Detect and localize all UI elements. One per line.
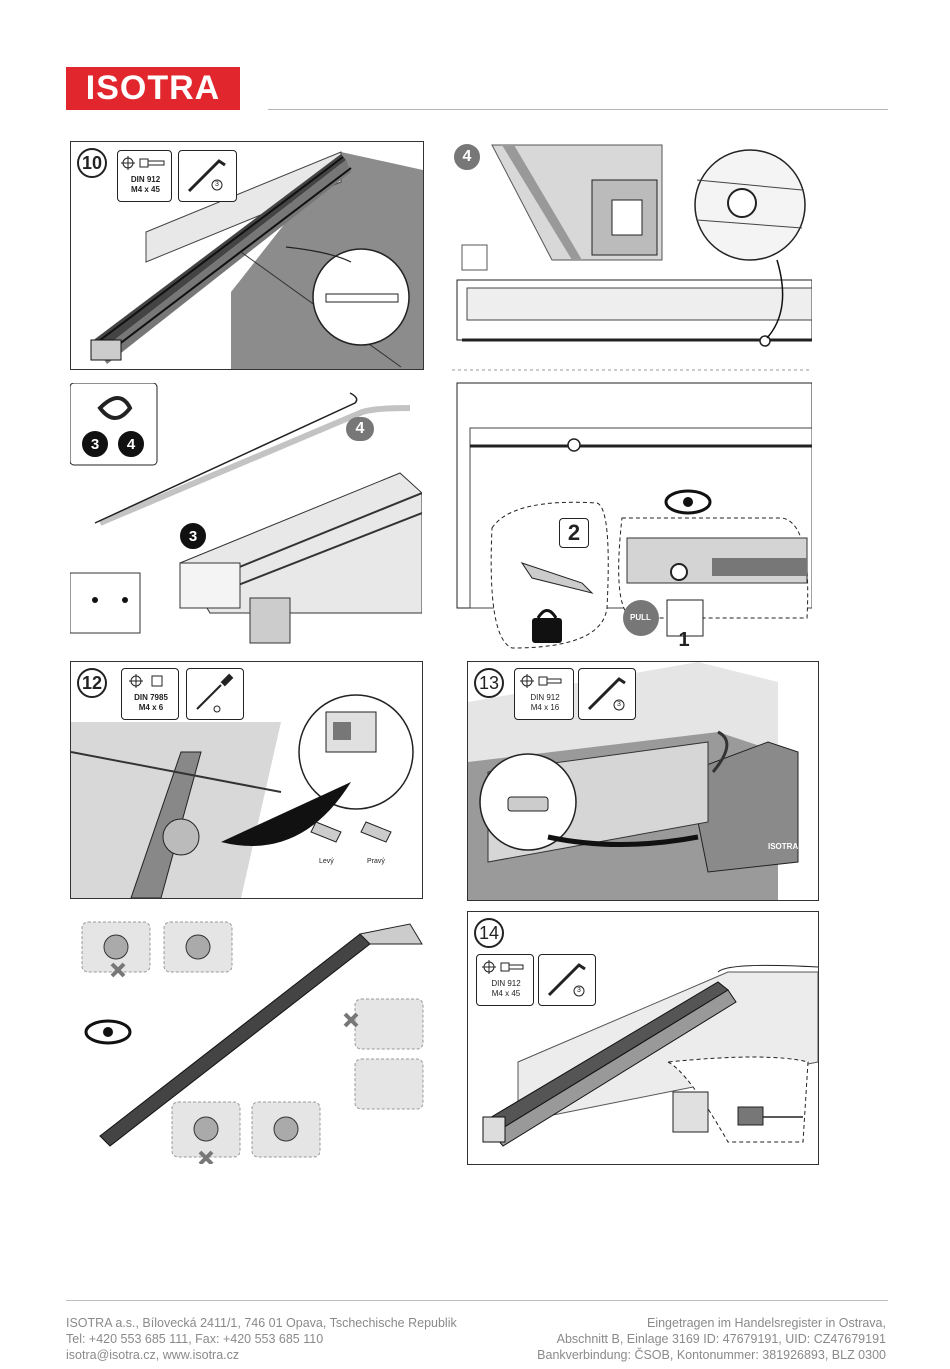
cord-badge-3: 3 <box>82 431 108 457</box>
footer-ids: Abschnitt B, Einlage 3169 ID: 47679191, … <box>556 1332 886 1346</box>
lock-pull-illustration <box>456 382 812 649</box>
step-4-illustration <box>452 144 812 371</box>
footer-company: ISOTRA a.s., Bílovecká 2411/1, 746 01 Op… <box>66 1315 457 1363</box>
step-12-illustration <box>71 694 414 898</box>
screwdriver-box <box>186 668 244 720</box>
cord-badge-4: 4 <box>118 431 144 457</box>
pulley-check-panel <box>70 914 425 1164</box>
footer-bank: Bankverbindung: ČSOB, Kontonummer: 38192… <box>537 1348 886 1362</box>
step-number-badge: 14 <box>474 918 504 948</box>
screw-size: M4 x 6 <box>138 703 164 712</box>
screwdriver-icon <box>196 673 234 713</box>
screw-spec-box: DIN 912 M4 x 45 <box>117 150 172 202</box>
screw-size: M4 x 45 <box>131 185 160 194</box>
hex-key-icon <box>587 677 626 711</box>
hex-key-size: 3 <box>215 181 219 188</box>
hex-key-size: 3 <box>577 987 581 994</box>
step-10-panel: 10 DIN 912 M4 x 45 3 <box>70 141 424 370</box>
logo-text: ISOTRA <box>85 69 221 107</box>
screw-icon <box>482 960 524 974</box>
step-12-panel: 12 DIN 7985 M4 x 6 Levý Pravý <box>70 661 423 899</box>
screw-spec-box: DIN 912 M4 x 16 <box>514 668 574 720</box>
step-number-badge: 4 <box>454 144 480 170</box>
step-14-illustration <box>482 964 818 1147</box>
screw-size: M4 x 45 <box>491 989 521 998</box>
pulley-check-illustration <box>81 921 424 1164</box>
hex-key-size: 3 <box>617 701 621 708</box>
hex-key-icon <box>547 963 586 997</box>
screw-spec-box: DIN 7985 M4 x 6 <box>121 668 179 720</box>
left-part-label: Levý <box>319 858 334 865</box>
isotra-logo: ISOTRA <box>66 67 240 110</box>
cord-step-3-marker: 3 <box>180 523 206 549</box>
step-10-illustration <box>71 142 423 369</box>
screw-spec-box: DIN 912 M4 x 45 <box>476 954 534 1006</box>
cord-end-marker-4: 4 <box>346 417 374 441</box>
footer-phone: Tel: +420 553 685 111, Fax: +420 553 685… <box>66 1332 324 1346</box>
step-14-panel: 14 DIN 912 M4 x 45 3 <box>467 911 819 1165</box>
screw-din: DIN 912 <box>530 693 560 702</box>
hex-key-box: 3 <box>578 668 636 720</box>
footer-registry: Eingetragen im Handelsregister in Ostrav… <box>537 1315 886 1363</box>
screw-icon <box>121 156 165 170</box>
header-rule <box>268 109 888 110</box>
hex-key-box: 3 <box>538 954 596 1006</box>
cord-routing-panel: 3 4 3 4 <box>70 383 422 649</box>
hex-key-box: 3 <box>178 150 237 202</box>
step-number-badge: 10 <box>77 148 107 178</box>
step-13-illustration <box>468 662 799 900</box>
step-1-label: 1 <box>678 628 690 651</box>
screw-icon <box>520 674 562 688</box>
footer-web[interactable]: isotra@isotra.cz, www.isotra.cz <box>66 1348 240 1362</box>
lock-pull-panel: 2 1 PULL <box>452 378 812 658</box>
footer-address: ISOTRA a.s., Bílovecká 2411/1, 746 01 Op… <box>66 1316 457 1330</box>
step-4-panel: 4 <box>452 140 812 375</box>
step-2-label: 2 <box>560 519 588 547</box>
screw-din: DIN 912 <box>130 175 161 184</box>
screw-din: DIN 912 <box>491 979 521 988</box>
hex-key-icon <box>187 159 226 193</box>
screw-din: DIN 7985 <box>134 693 168 702</box>
footer-register: Eingetragen im Handelsregister in Ostrav… <box>646 1316 886 1330</box>
screw-size: M4 x 16 <box>530 703 560 712</box>
right-part-label: Pravý <box>367 858 385 865</box>
step-number-badge: 13 <box>474 668 504 698</box>
footer-rule <box>66 1300 888 1301</box>
step-number-badge: 12 <box>77 668 107 698</box>
step-13-panel: 13 DIN 912 M4 x 16 3 ISOTRA <box>467 661 819 901</box>
pull-label: PULL <box>630 613 651 622</box>
screw-icon <box>129 674 163 688</box>
isotra-mark: ISOTRA <box>768 842 799 851</box>
